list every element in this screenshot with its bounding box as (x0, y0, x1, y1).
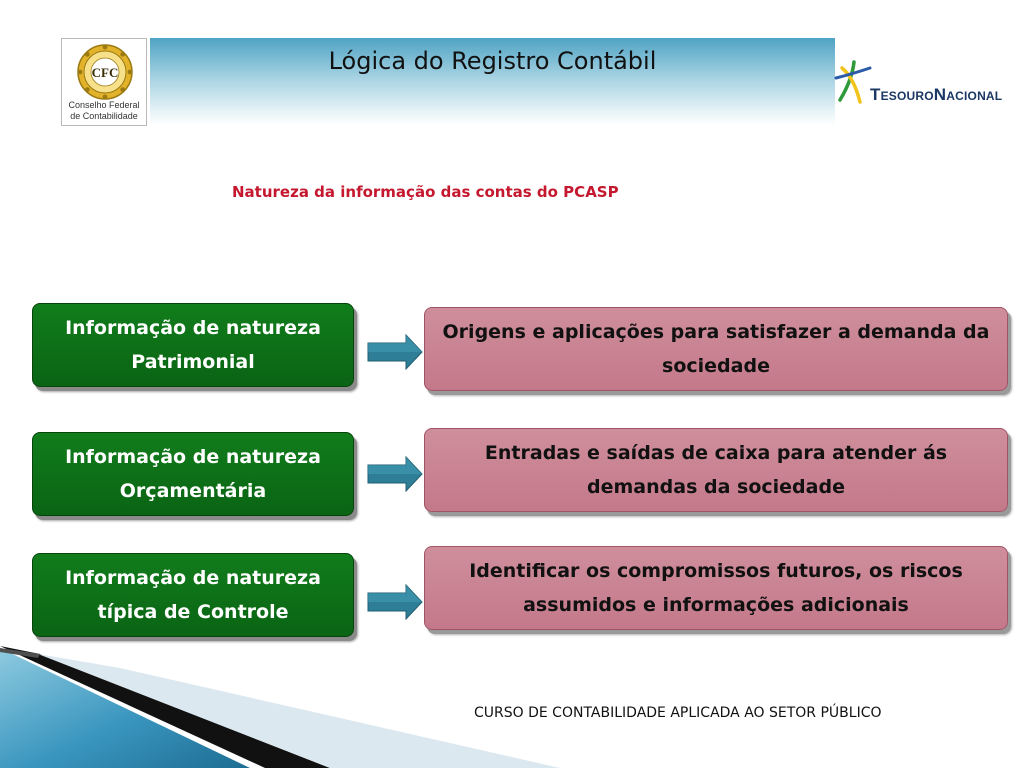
footer-course-title: CURSO DE CONTABILIDADE APLICADA AO SETOR… (474, 705, 882, 721)
desc-box-text: Identificar os compromissos futuros, os … (469, 560, 963, 616)
arrow-right-icon (367, 456, 423, 492)
info-box-patrimonial: Informação de natureza Patrimonial (32, 303, 354, 387)
desc-box-text: Entradas e saídas de caixa para atender … (484, 442, 948, 498)
desc-box-controle: Identificar os compromissos futuros, os … (424, 546, 1008, 630)
tesouro-nacional-logo: TesouroNacional (834, 58, 1004, 108)
info-box-controle: Informação de natureza típica de Control… (32, 553, 354, 637)
tesouro-text: TesouroNacional (870, 85, 1003, 104)
info-box-orcamentaria: Informação de natureza Orçamentária (32, 432, 354, 516)
info-box-label: Informação de natureza Orçamentária (65, 446, 321, 502)
desc-box-orcamentaria: Entradas e saídas de caixa para atender … (424, 428, 1008, 512)
cfc-logo: CFC Conselho Federal de Contabilidade (61, 38, 147, 126)
tesouro-star-icon (834, 60, 872, 104)
footer-swoosh (0, 646, 560, 768)
info-box-label: Informação de natureza típica de Control… (65, 567, 321, 623)
page-title: Lógica do Registro Contábil (328, 47, 657, 75)
cfc-seal-icon: CFC (77, 44, 133, 100)
info-box-label: Informação de natureza Patrimonial (65, 317, 321, 373)
subtitle: Natureza da informação das contas do PCA… (232, 183, 619, 201)
desc-box-text: Origens e aplicações para satisfazer a d… (442, 321, 990, 377)
cfc-seal-text: CFC (92, 65, 119, 80)
desc-box-patrimonial: Origens e aplicações para satisfazer a d… (424, 307, 1008, 391)
arrow-right-icon (367, 584, 423, 620)
arrow-right-icon (367, 334, 423, 370)
cfc-name-line2: de Contabilidade (70, 111, 138, 121)
title-band (150, 38, 835, 126)
cfc-name-line1: Conselho Federal (68, 100, 140, 110)
cfc-name: Conselho Federal de Contabilidade (64, 100, 144, 122)
